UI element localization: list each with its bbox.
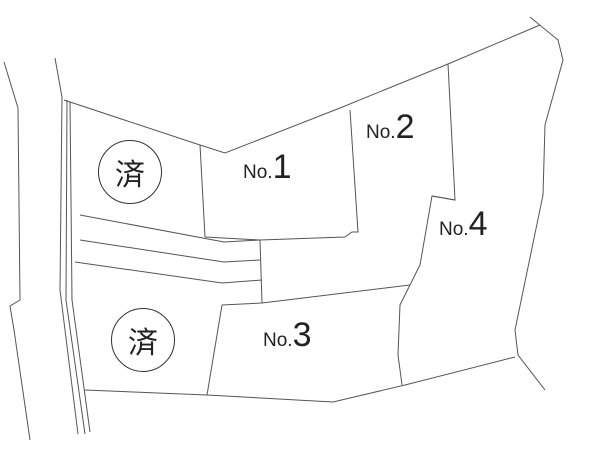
lot-prefix: No. (366, 122, 396, 143)
lot-label-4: No.4 (439, 207, 488, 241)
sold-marker-lower: 済 (111, 308, 175, 372)
lot-label-2: No.2 (366, 110, 415, 144)
lot-prefix: No. (243, 162, 273, 183)
lot-prefix: No. (263, 330, 293, 351)
lot-number: 1 (272, 148, 292, 186)
lot-number: 2 (395, 108, 415, 146)
lot-label-3: No.3 (263, 318, 312, 352)
sold-marker-upper: 済 (98, 140, 162, 204)
lot-label-1: No.1 (243, 150, 292, 184)
sold-marker-text: 済 (128, 326, 158, 361)
lot-prefix: No. (439, 219, 469, 240)
sold-marker-text: 済 (115, 158, 145, 193)
lot-number: 3 (292, 316, 312, 354)
lot-number: 4 (468, 205, 488, 243)
